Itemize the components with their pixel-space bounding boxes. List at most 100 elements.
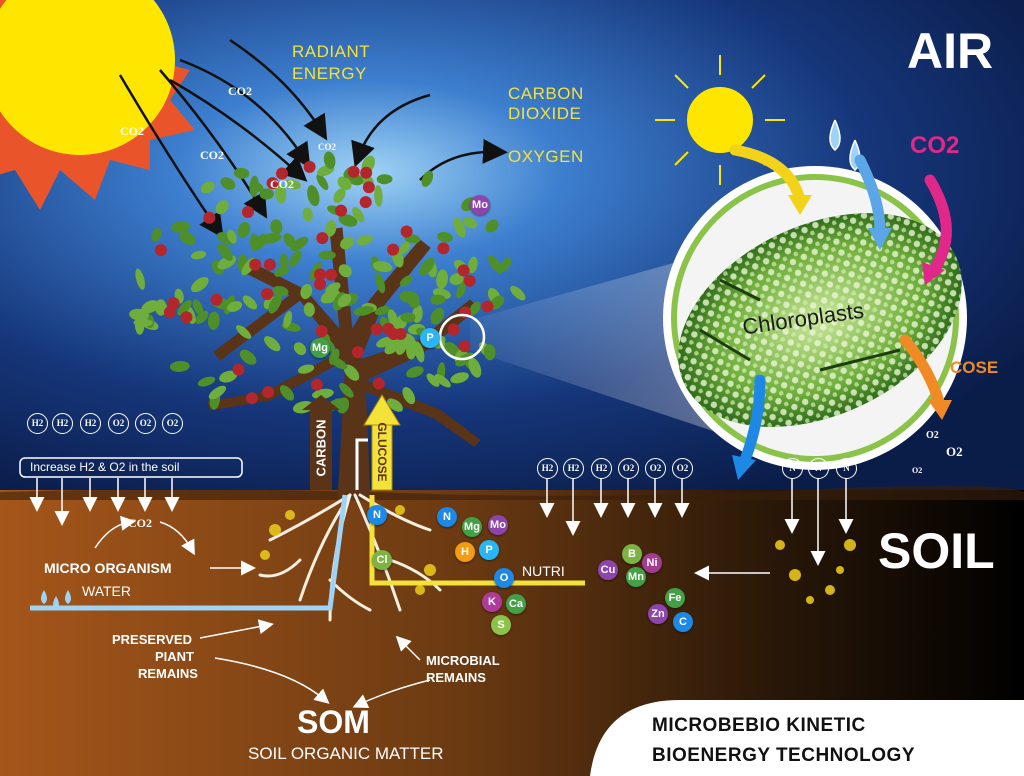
som-subtitle: SOIL ORGANIC MATTER (248, 744, 444, 763)
o2-label: O2 (926, 430, 939, 441)
leaf (219, 370, 238, 383)
chloroplast-circle (663, 166, 967, 470)
leaf (375, 273, 386, 294)
oxygen-label: OXYGEN (508, 147, 584, 166)
leaf (483, 344, 496, 361)
leaf (200, 181, 215, 194)
element-s: S (491, 615, 511, 635)
leaf (227, 301, 243, 312)
nutri-label: NUTRI (522, 563, 565, 579)
leaf (270, 219, 283, 235)
leaf (468, 357, 482, 378)
tree-nutrient-p: P (420, 328, 440, 348)
apple (180, 311, 193, 324)
apple (387, 243, 400, 256)
leaf (374, 185, 383, 207)
apple (314, 268, 326, 281)
leaf (376, 174, 393, 185)
co2-label: CO2 (200, 148, 224, 162)
tree-nutrient-mg: Mg (310, 338, 330, 358)
molecule-o2: O2 (645, 458, 666, 479)
apple (154, 244, 167, 257)
leaf (237, 221, 251, 238)
leaf (376, 336, 394, 348)
o2-label: O2 (946, 444, 963, 459)
apple (394, 328, 407, 340)
carbon-dioxide-label-2: DIOXIDE (508, 104, 582, 123)
leaf (469, 301, 481, 316)
leaf (339, 383, 354, 398)
increase-box (19, 457, 243, 478)
soil-arrows (29, 478, 854, 708)
leaf (293, 342, 307, 356)
water-label: WATER (82, 583, 131, 599)
apple (249, 258, 262, 271)
apple (303, 160, 316, 173)
apple (457, 264, 470, 277)
co2-label: CO2 (318, 142, 336, 152)
soil-surface (0, 485, 1024, 500)
leaf (325, 282, 341, 295)
preserved-label-2: PIANT (155, 649, 194, 664)
apple (372, 377, 385, 390)
leaf (456, 281, 467, 299)
leaf (374, 305, 390, 316)
leaf (215, 200, 229, 215)
magnify-ring (438, 313, 486, 361)
leaf (329, 348, 340, 365)
leaf (284, 179, 301, 190)
leaf (133, 318, 153, 327)
leaf (192, 299, 204, 316)
element-p: P (479, 540, 499, 560)
leaf (323, 151, 336, 169)
leaf (233, 167, 250, 179)
apple (210, 293, 223, 306)
element-mn: Mn (626, 567, 646, 587)
leaf (372, 261, 393, 273)
leaf (197, 376, 216, 387)
banner-line-2: BIOENERGY TECHNOLOGY (652, 745, 916, 766)
leaf (421, 170, 434, 187)
preserved-label-1: PRESERVED (112, 632, 192, 647)
leaf (290, 236, 309, 252)
leaf (302, 207, 313, 222)
element-n: N (367, 505, 387, 525)
chloroplast-arrowheads (732, 195, 952, 480)
leaf (318, 250, 336, 260)
apple (352, 346, 364, 359)
leaf (191, 277, 209, 293)
soil-title: SOIL (878, 523, 995, 579)
molecule-o2: O2 (672, 458, 693, 479)
leaf (353, 306, 374, 316)
leaf (407, 292, 420, 309)
element-ca: Ca (506, 594, 526, 614)
soil-co2-label: CO2 (128, 516, 152, 530)
leaf (297, 364, 315, 374)
leaf (195, 310, 209, 324)
apple (447, 323, 460, 336)
leaf (406, 366, 424, 378)
micro-organism-label: MICRO ORGANISM (44, 560, 172, 576)
leaf (387, 398, 403, 412)
apple (360, 166, 373, 179)
chloroplast-arrows (729, 144, 952, 466)
carbon-label: CARBON (313, 419, 329, 477)
leaf (333, 188, 346, 204)
element-zn: Zn (648, 604, 668, 624)
leaf (292, 400, 314, 414)
leaf (352, 207, 365, 223)
leaf (316, 173, 329, 191)
leaf (436, 269, 448, 290)
molecule-h2: H2 (27, 413, 48, 434)
leaf (279, 385, 295, 401)
co2-label: CO2 (270, 177, 294, 191)
apple (347, 165, 360, 178)
apple (370, 323, 383, 336)
sun-large (0, 0, 195, 210)
apple (262, 386, 275, 399)
apple (261, 288, 274, 300)
apple (458, 340, 471, 353)
leaf (239, 349, 257, 365)
element-c: C (673, 612, 693, 632)
